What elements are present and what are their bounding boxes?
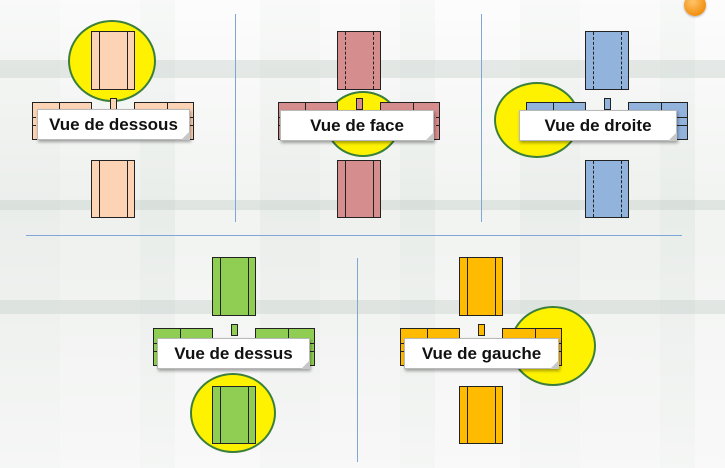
droite-top-view-line <box>593 32 594 89</box>
label-gauche: Vue de gauche <box>404 338 559 369</box>
divider-top-right <box>481 14 482 222</box>
face-top-view <box>337 31 381 90</box>
label-dessus: Vue de dessus <box>157 338 310 369</box>
dessous-top-view-line <box>127 32 128 89</box>
label-dessous: Vue de dessous <box>37 109 190 140</box>
divider-middle <box>26 235 682 236</box>
dessus-top-view-line <box>220 258 221 315</box>
droite-top-view <box>585 31 629 90</box>
dessus-center-bar <box>231 324 238 336</box>
droite-bottom-view <box>585 160 629 218</box>
dessous-top-view <box>91 31 135 90</box>
divider-bottom <box>357 258 358 462</box>
label-face: Vue de face <box>280 110 434 141</box>
dessus-bottom-view-line <box>248 387 249 443</box>
dessus-bottom-view-line <box>220 387 221 443</box>
face-bottom-view-line <box>345 161 346 217</box>
face-bottom-view <box>337 160 381 218</box>
gauche-top-view-line <box>467 258 468 315</box>
droite-bottom-view-line <box>621 161 622 217</box>
dessous-bottom-view-line <box>127 161 128 217</box>
face-top-view-line <box>345 32 346 89</box>
dessous-bottom-view <box>91 160 135 218</box>
face-center-bar <box>356 98 363 110</box>
dessus-top-view-line <box>248 258 249 315</box>
gauche-center-bar <box>478 324 485 336</box>
gauche-top-view <box>459 257 503 316</box>
dessus-bottom-view <box>212 386 256 444</box>
gauche-bottom-view-line <box>467 387 468 443</box>
dessous-bottom-view-line <box>99 161 100 217</box>
gauche-bottom-view <box>459 386 503 444</box>
label-droite: Vue de droite <box>519 110 677 141</box>
droite-top-view-line <box>621 32 622 89</box>
face-bottom-view-line <box>373 161 374 217</box>
corner-dot-icon[interactable] <box>684 0 706 16</box>
face-top-view-line <box>373 32 374 89</box>
gauche-top-view-line <box>495 258 496 315</box>
droite-bottom-view-line <box>593 161 594 217</box>
dessous-top-view-line <box>99 32 100 89</box>
divider-top-left <box>235 14 236 222</box>
gauche-bottom-view-line <box>495 387 496 443</box>
droite-center-bar <box>604 98 611 110</box>
dessus-top-view <box>212 257 256 316</box>
